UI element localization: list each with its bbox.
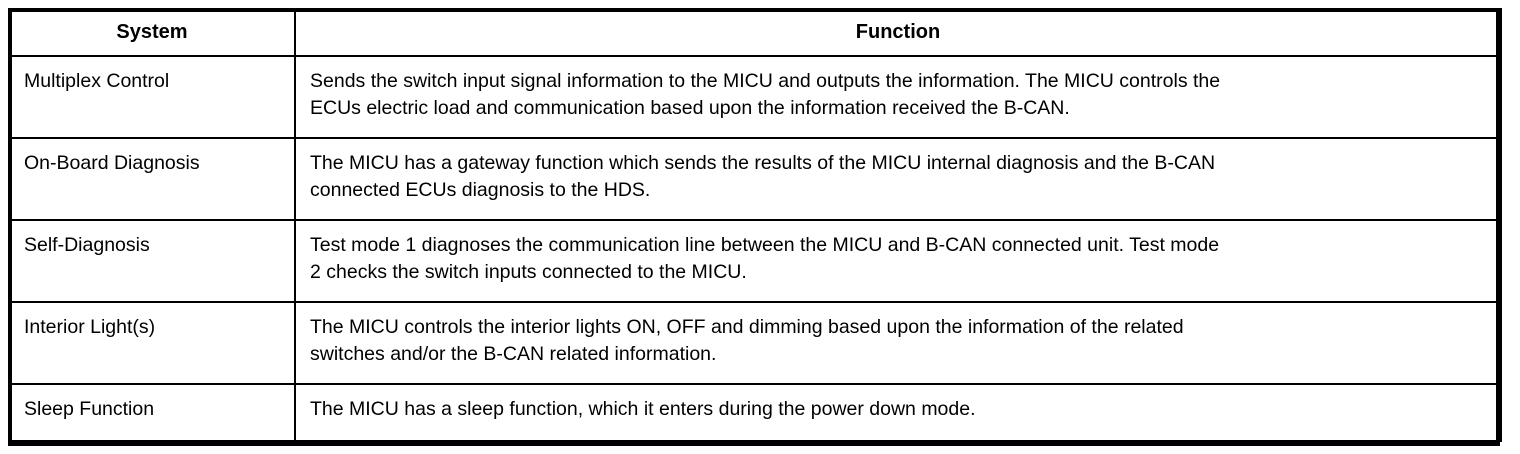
- cell-function-description: The MICU has a gateway function which se…: [294, 137, 1502, 221]
- table-row: Interior Light(s) The MICU controls the …: [8, 301, 1502, 385]
- table-row: Sleep Function The MICU has a sleep func…: [8, 383, 1502, 442]
- function-text-line: connected ECUs diagnosis to the HDS.: [310, 179, 651, 201]
- cell-system-name: Self-Diagnosis: [8, 219, 296, 303]
- function-text-line: Test mode 1 diagnoses the communication …: [310, 234, 1220, 256]
- table-row: Multiplex Control Sends the switch input…: [8, 55, 1502, 139]
- function-text-line: The MICU controls the interior lights ON…: [310, 316, 1184, 338]
- table-row: Self-Diagnosis Test mode 1 diagnoses the…: [8, 219, 1502, 303]
- table-header: System Function: [8, 8, 1502, 57]
- system-function-table: System Function Multiplex Control Sends …: [8, 8, 1502, 442]
- cell-function-description: The MICU has a sleep function, which it …: [294, 383, 1502, 442]
- cell-function-description: Test mode 1 diagnoses the communication …: [294, 219, 1502, 303]
- cell-function-description: Sends the switch input signal informatio…: [294, 55, 1502, 139]
- function-text-line: The MICU has a sleep function, which it …: [310, 398, 976, 420]
- cell-system-name: On-Board Diagnosis: [8, 137, 296, 221]
- cell-system-name: Multiplex Control: [8, 55, 296, 139]
- function-text-line: switches and/or the B-CAN related inform…: [310, 343, 717, 365]
- column-header-system: System: [8, 8, 296, 57]
- function-text-line: Sends the switch input signal informatio…: [310, 70, 1221, 92]
- table-body: Multiplex Control Sends the switch input…: [8, 55, 1502, 442]
- cell-system-name: Interior Light(s): [8, 301, 296, 385]
- function-text-line: ECUs electric load and communication bas…: [310, 97, 1070, 119]
- header-row: System Function: [8, 8, 1502, 57]
- function-text-line: The MICU has a gateway function which se…: [310, 152, 1216, 174]
- column-header-function: Function: [294, 8, 1502, 57]
- cell-function-description: The MICU controls the interior lights ON…: [294, 301, 1502, 385]
- table-row: On-Board Diagnosis The MICU has a gatewa…: [8, 137, 1502, 221]
- cell-system-name: Sleep Function: [8, 383, 296, 442]
- function-text-line: 2 checks the switch inputs connected to …: [310, 261, 747, 283]
